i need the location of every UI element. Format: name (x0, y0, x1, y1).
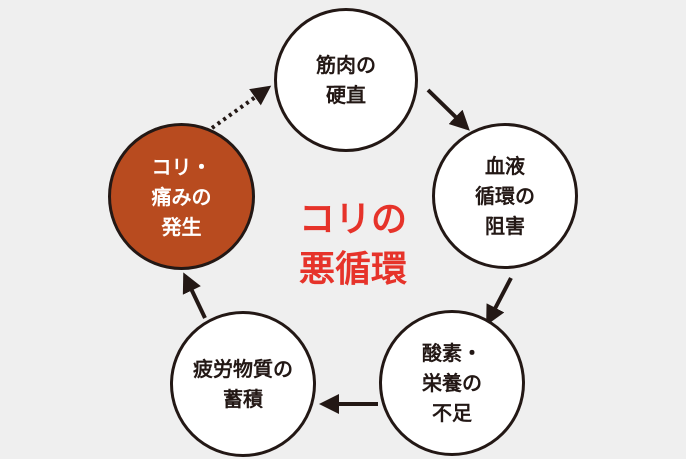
node-fatigue-accumulation-label: 疲労物質の 蓄積 (193, 354, 293, 414)
node-fatigue-accumulation-line-1: 疲労物質の (193, 357, 293, 381)
node-muscle-stiffness-label: 筋肉の 硬直 (316, 50, 376, 110)
node-blood-flow-obstruction-line-3: 阻害 (485, 214, 525, 238)
node-nutrient-shortage-line-2: 栄養の (422, 371, 482, 395)
cycle-title: コリの 悪循環 (263, 195, 443, 295)
node-stiffness-pain: コリ・ 痛みの 発生 (108, 123, 255, 270)
node-blood-flow-obstruction-line-2: 循環の (475, 184, 535, 208)
node-fatigue-accumulation-line-2: 蓄積 (223, 387, 263, 411)
node-fatigue-accumulation: 疲労物質の 蓄積 (170, 311, 316, 457)
node-blood-flow-obstruction-line-1: 血液 (485, 154, 525, 178)
node-muscle-stiffness-line-2: 硬直 (326, 83, 366, 107)
node-stiffness-pain-label: コリ・ 痛みの 発生 (152, 152, 212, 242)
node-muscle-stiffness: 筋肉の 硬直 (274, 8, 418, 152)
arrow-blood-flow-obstruction-to-nutrient-shortage (486, 277, 513, 326)
node-nutrient-shortage-line-1: 酸素・ (422, 341, 482, 365)
node-stiffness-pain-line-3: 発生 (161, 214, 202, 239)
node-nutrient-shortage-label: 酸素・ 栄養の 不足 (422, 338, 482, 428)
arrow-fatigue-accumulation-to-stiffness-pain (182, 272, 207, 319)
cycle-title-line-1: コリの (298, 199, 407, 240)
node-blood-flow-obstruction: 血液 循環の 阻害 (432, 123, 578, 269)
node-muscle-stiffness-line-1: 筋肉の (316, 53, 376, 77)
arrow-muscle-stiffness-to-blood-flow-obstruction (426, 88, 470, 131)
node-stiffness-pain-line-1: コリ・ (151, 154, 212, 179)
node-stiffness-pain-line-2: 痛みの (151, 184, 212, 209)
node-nutrient-shortage-line-3: 不足 (432, 401, 472, 425)
node-nutrient-shortage: 酸素・ 栄養の 不足 (379, 310, 525, 456)
node-blood-flow-obstruction-label: 血液 循環の 阻害 (475, 151, 535, 241)
cycle-title-line-2: 悪循環 (298, 249, 407, 290)
arrow-stiffness-pain-to-muscle-stiffness (210, 85, 272, 130)
